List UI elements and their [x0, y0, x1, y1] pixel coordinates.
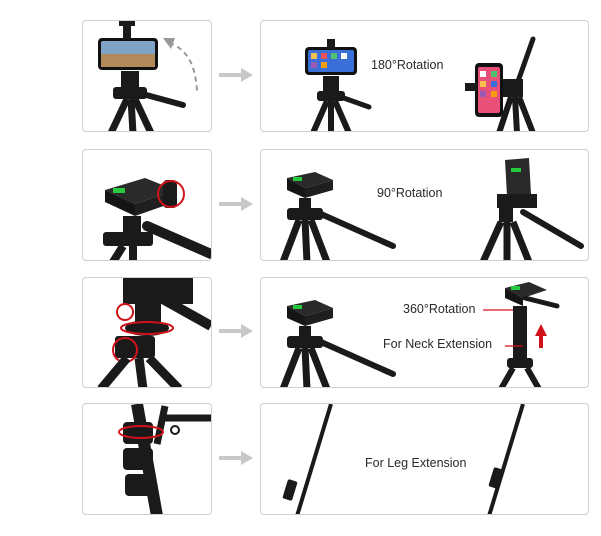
arrow-right-icon [219, 68, 253, 82]
arrow-right-icon [219, 451, 253, 465]
tilt-knob-illustration [103, 178, 211, 260]
column-lock-illustration [97, 278, 211, 387]
leg-lock-detail-panel [82, 403, 212, 515]
neck-extension-label: For Neck Extension [383, 337, 493, 351]
arrow-right-icon [219, 197, 253, 211]
leg-lock-illustration [118, 404, 211, 514]
column-lock-detail-panel [82, 277, 212, 388]
rotation-180-label: 180°Rotation [371, 58, 444, 72]
rotation-90-illustration [280, 158, 584, 260]
rotation-90-label: 90°Rotation [377, 186, 443, 200]
rotation-180-panel: 180°Rotation [260, 20, 589, 132]
leg-extension-panel: For Leg Extension [260, 403, 589, 515]
rotation-180-illustration [305, 36, 536, 131]
leg-extension-label: For Leg Extension [365, 456, 467, 470]
rotation-90-panel: 90°Rotation [260, 149, 589, 261]
leg-extension-illustration [282, 404, 525, 514]
phone-mount-detail-panel [82, 20, 212, 132]
tilt-knob-detail-panel [82, 149, 212, 261]
neck-extension-illustration [280, 282, 560, 387]
arrow-right-icon [219, 324, 253, 338]
rotation-360-label: 360°Rotation [403, 302, 476, 316]
phone-mount-illustration [98, 21, 198, 131]
neck-extension-panel: 360°Rotation For Neck Extension [260, 277, 589, 388]
